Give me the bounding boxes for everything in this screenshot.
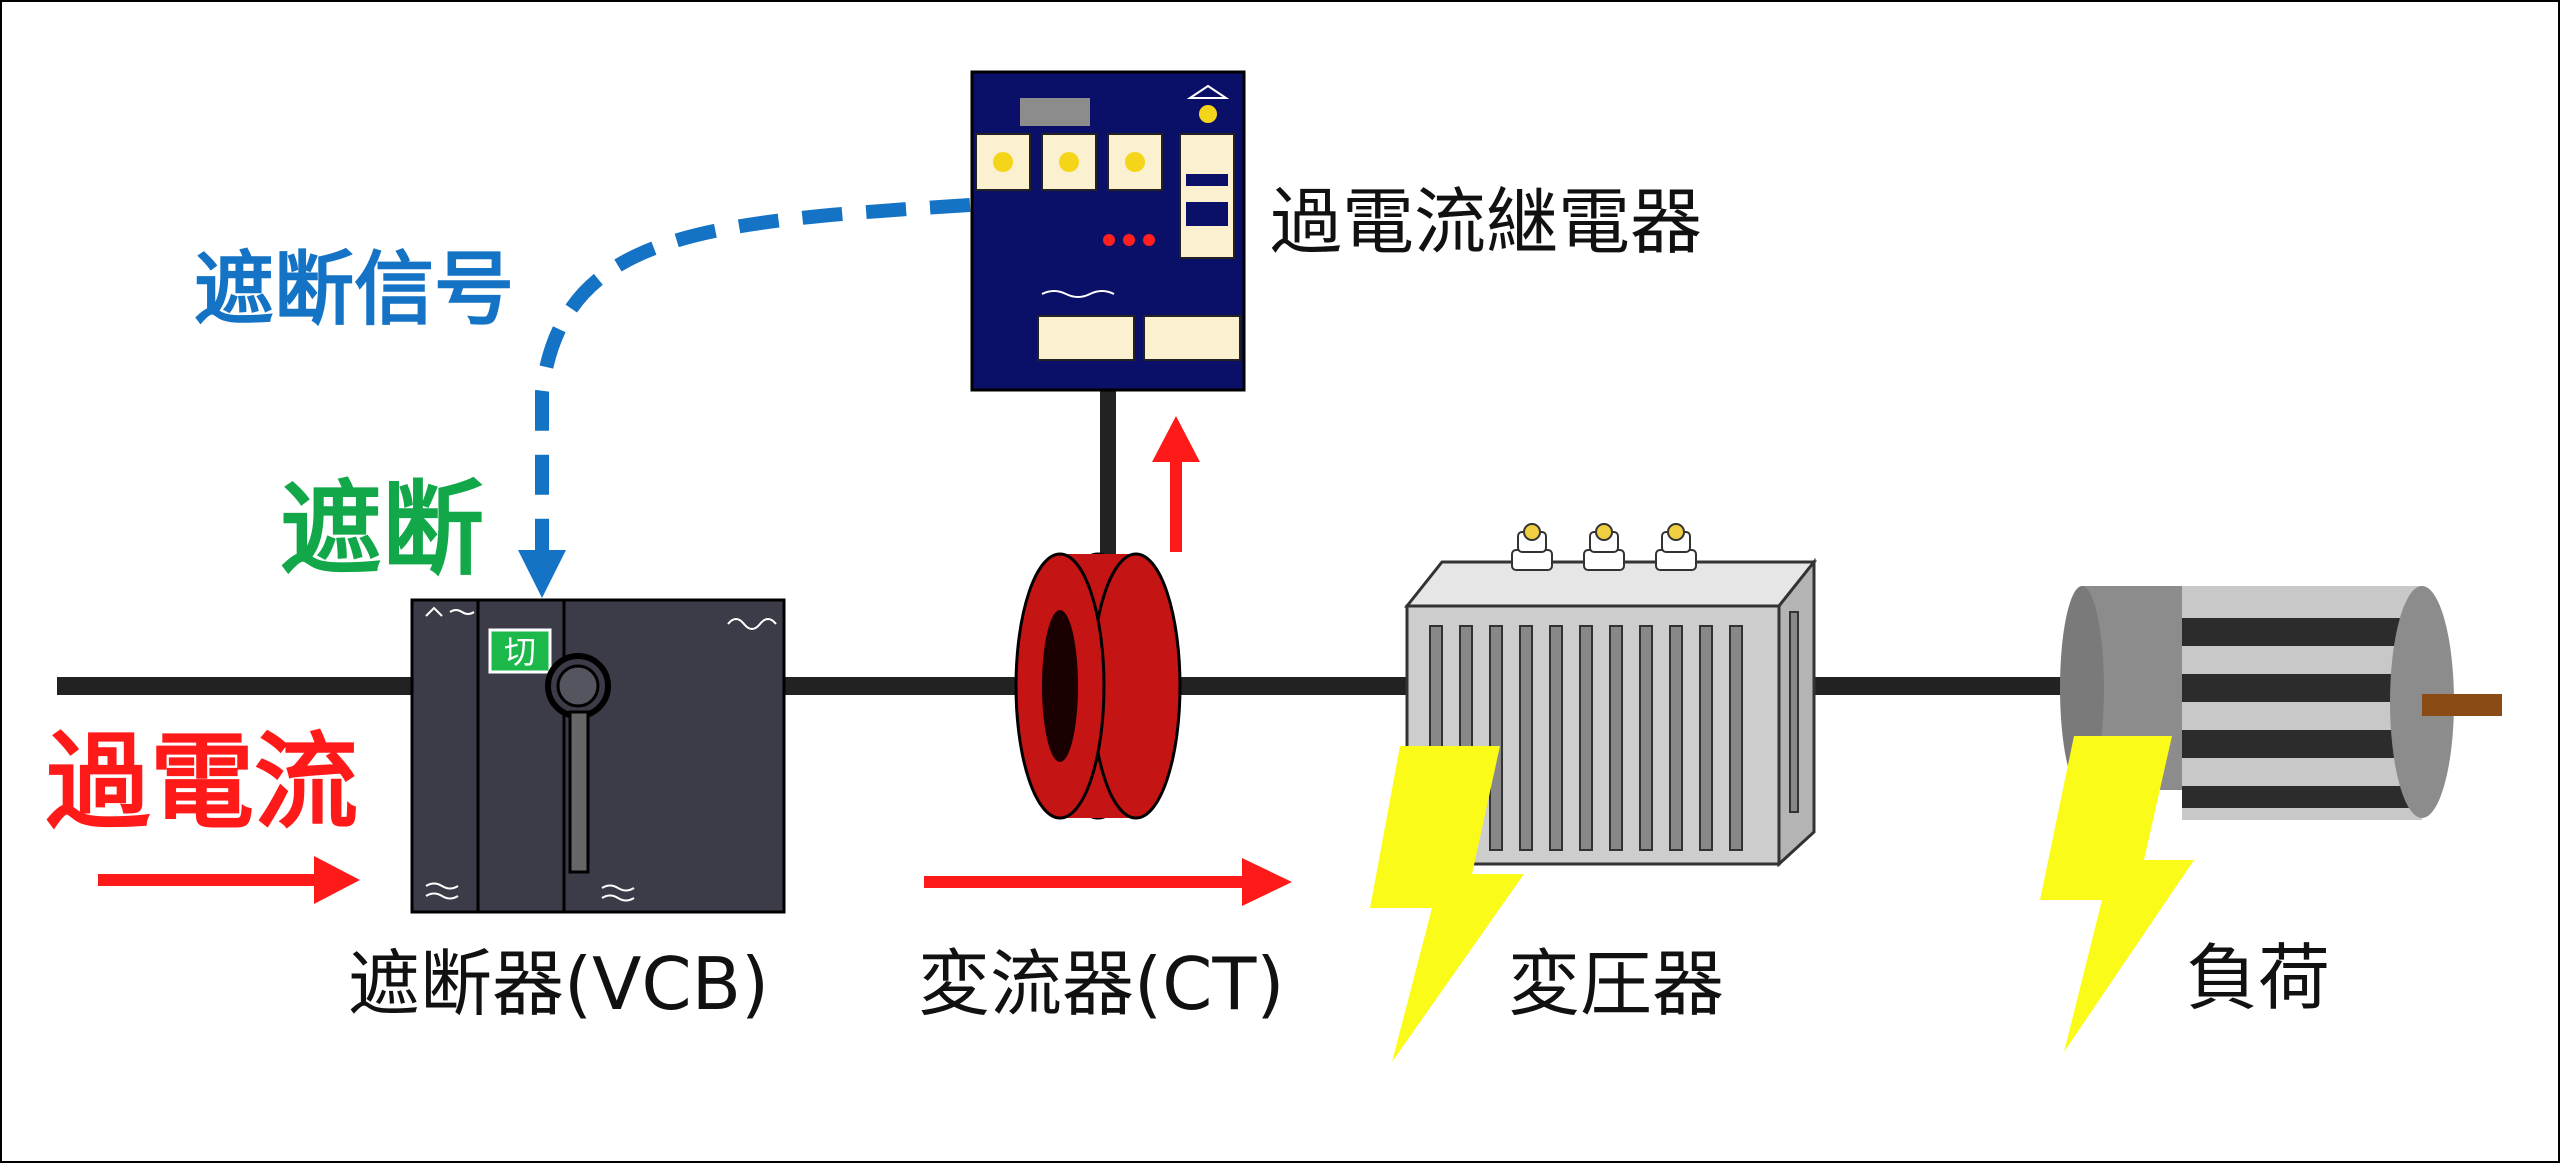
trip-signal-label: 遮断信号 — [194, 243, 514, 336]
transformer-icon — [1403, 523, 1818, 868]
motor-icon — [2060, 586, 2502, 820]
vcb-label: 遮断器(VCB) — [348, 942, 770, 1026]
overcurrent-label: 過電流 — [46, 721, 359, 843]
overcurrent-relay-icon — [970, 70, 1246, 392]
overcurrent-arrowhead — [314, 856, 360, 904]
ct-signal-arrowhead — [1152, 416, 1200, 462]
lightning-icon — [2040, 736, 2194, 1052]
vacuum-circuit-breaker-icon: 切 — [410, 598, 786, 914]
vcb-switch-text: 切 — [504, 633, 536, 671]
relay-label: 過電流継電器 — [1270, 180, 1703, 264]
current-transformer-icon — [1014, 552, 1182, 820]
trip-signal-arrowhead — [518, 550, 566, 598]
transformer-label: 変圧器 — [1508, 942, 1725, 1026]
ct-current-arrowhead — [1242, 858, 1292, 906]
load-label: 負荷 — [2186, 936, 2331, 1020]
trip-label: 遮断 — [280, 471, 484, 590]
trip-signal-path — [535, 198, 971, 554]
ct-label: 変流器(CT) — [918, 942, 1285, 1026]
lightning-icon — [1370, 746, 1524, 1062]
